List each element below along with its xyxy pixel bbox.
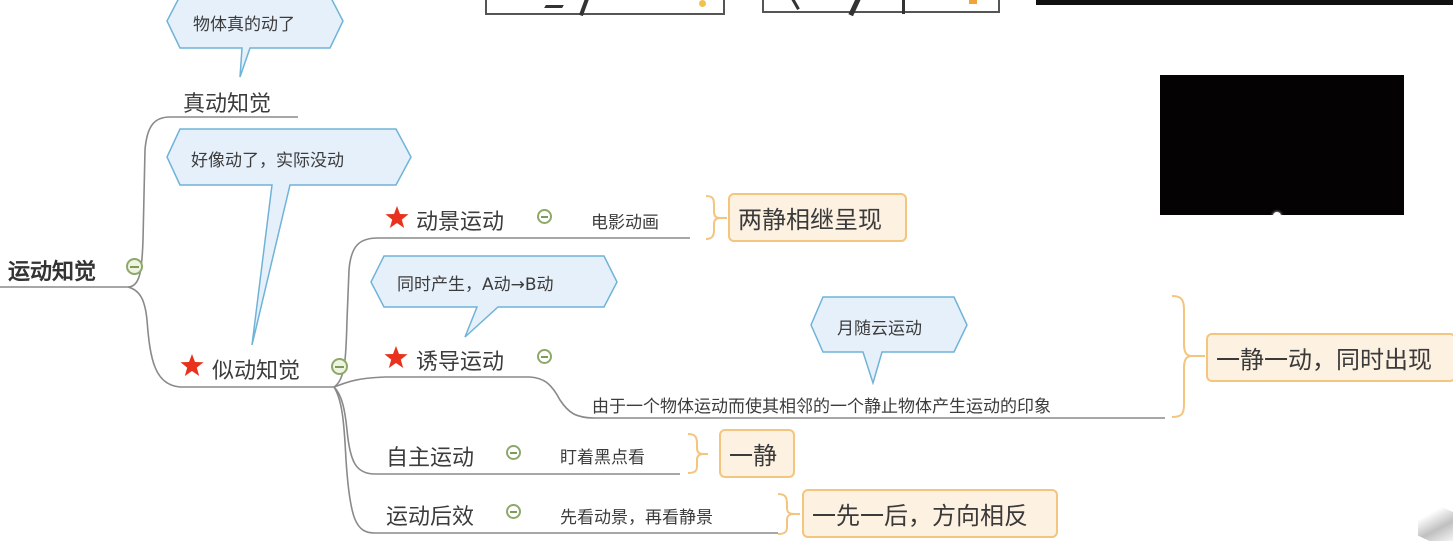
callout-bubble-shape — [166, 128, 412, 346]
collapse-minus-icon[interactable] — [126, 258, 143, 275]
callout-text: 同时产生，A动→B动 — [397, 275, 554, 295]
callout-moon-follows-clouds: 月随云运动 — [810, 295, 968, 386]
topic-apparent-motion-perception[interactable]: 似动知觉 — [212, 359, 301, 384]
star-icon — [180, 354, 204, 376]
callout-text: 好像动了，实际没动 — [191, 151, 344, 171]
root-topic-motion-perception[interactable]: 运动知觉 — [8, 260, 97, 285]
collapse-minus-icon[interactable] — [506, 504, 521, 519]
callout-apparent-motion: 好像动了，实际没动 — [166, 128, 412, 348]
callout-bubble-shape — [166, 0, 344, 78]
star-icon — [384, 346, 408, 368]
callout-real-motion: 物体真的动了 — [166, 0, 344, 80]
detail-moving-then-static[interactable]: 先看动景，再看静景 — [560, 508, 713, 528]
callout-bubble-shape — [370, 255, 618, 338]
topic-motion-aftereffect[interactable]: 运动后效 — [386, 505, 475, 530]
detail-induced-motion-definition[interactable]: 由于一个物体运动而使其相邻的一个静止物体产生运动的印象 — [592, 397, 1051, 417]
collapse-minus-icon[interactable] — [331, 358, 348, 375]
callout-bubble-shape — [810, 296, 968, 386]
detail-stare-at-dot[interactable]: 盯着黑点看 — [560, 448, 645, 468]
summary-one-static[interactable]: 一静 — [719, 429, 795, 478]
topic-induced-motion[interactable]: 诱导运动 — [416, 350, 505, 375]
illustration-thumbnail-2 — [762, 0, 1000, 17]
fixation-dot — [1273, 212, 1281, 220]
callout-text: 物体真的动了 — [193, 15, 295, 35]
star-icon — [385, 206, 409, 228]
topic-stroboscopic-motion[interactable]: 动景运动 — [416, 210, 505, 235]
detail-film-animation[interactable]: 电影动画 — [591, 213, 659, 233]
illustration-thumbnail-1 — [485, 0, 725, 17]
collapse-minus-icon[interactable] — [506, 445, 521, 460]
summary-one-static-one-moving[interactable]: 一静一动，同时出现 — [1206, 333, 1453, 382]
page-curl-shadow — [1418, 495, 1453, 541]
video-preview[interactable] — [1160, 75, 1404, 220]
collapse-minus-icon[interactable] — [537, 349, 552, 364]
callout-induced-motion: 同时产生，A动→B动 — [370, 254, 618, 339]
collapse-minus-icon[interactable] — [537, 209, 552, 224]
topic-real-motion-perception[interactable]: 真动知觉 — [183, 92, 272, 117]
summary-two-static-successive[interactable]: 两静相继呈现 — [728, 193, 907, 242]
callout-text: 月随云运动 — [837, 319, 922, 339]
video-frame-top-edge — [1036, 0, 1453, 5]
topic-autokinetic-motion[interactable]: 自主运动 — [386, 446, 475, 471]
summary-sequential-opposite-direction[interactable]: 一先一后，方向相反 — [802, 489, 1058, 538]
